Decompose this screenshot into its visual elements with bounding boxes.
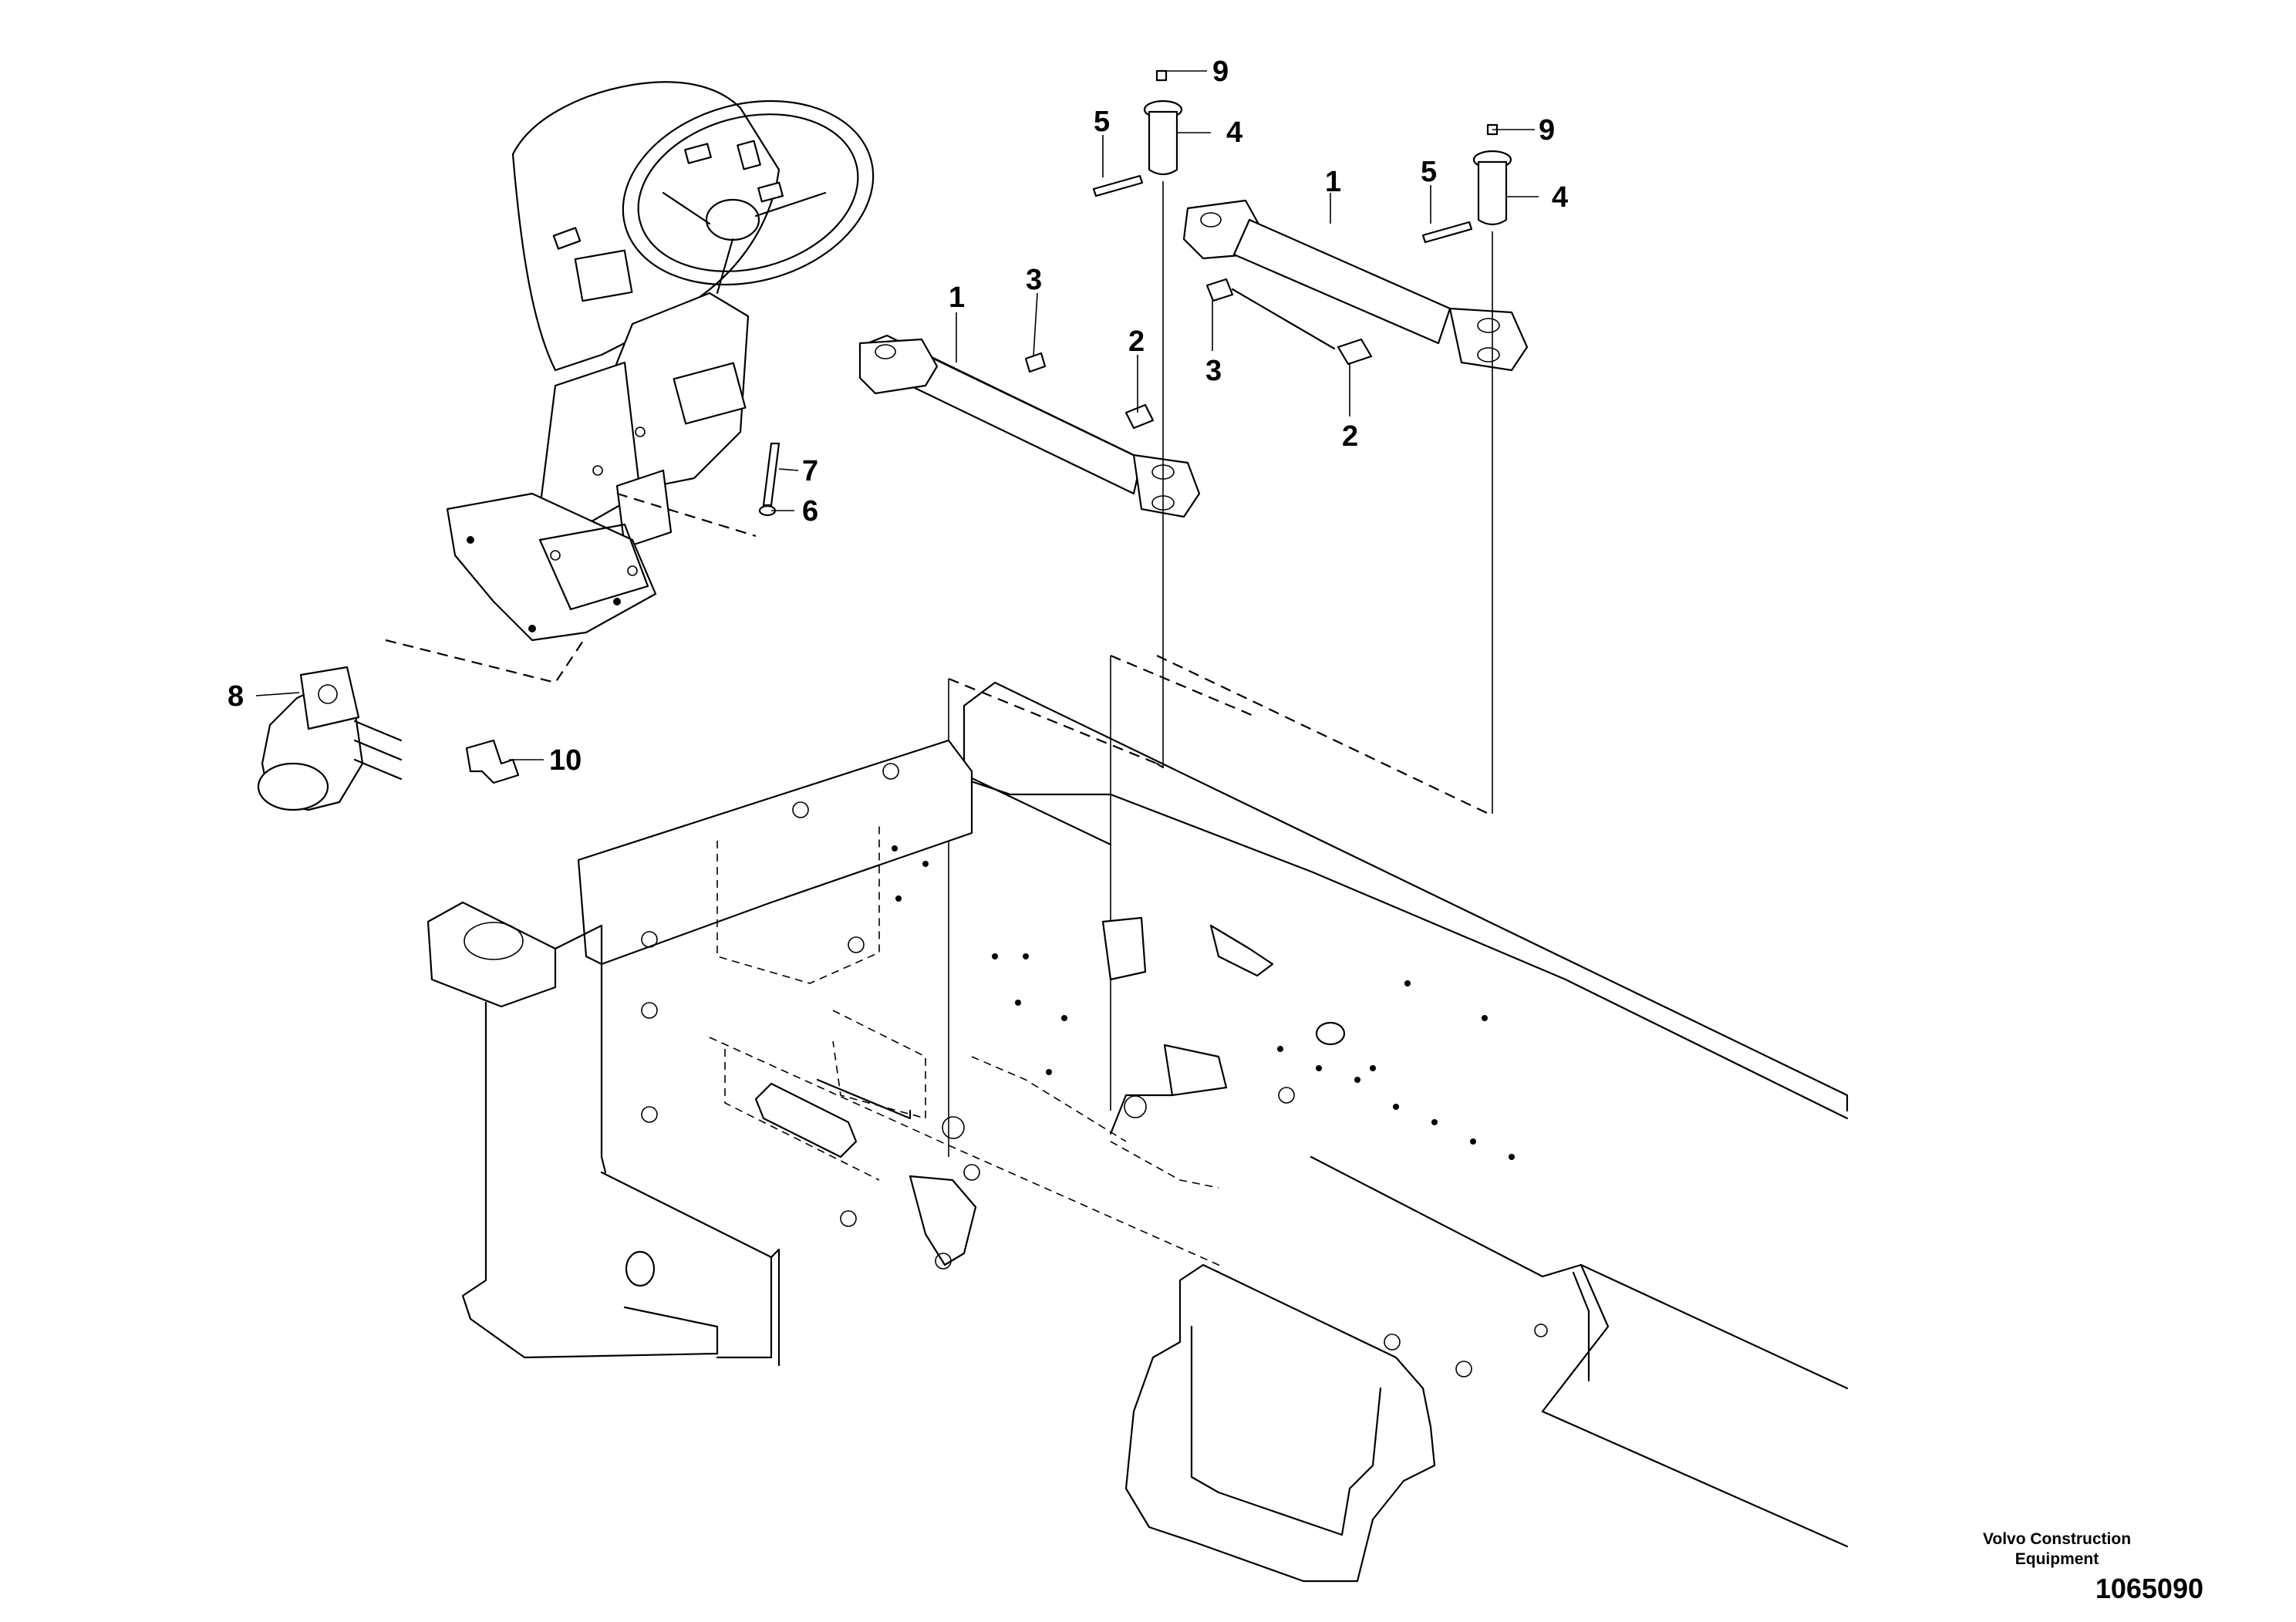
steering-valve-unit [257,666,403,811]
brand-line-1: Volvo Construction [1982,1530,2132,1548]
callout-leaders [255,70,1539,760]
callout-8: 8 [228,680,244,713]
callout-4-right: 4 [1552,181,1568,214]
callout-9-left: 9 [1212,56,1229,88]
callout-3-right: 3 [1205,355,1222,387]
pin-left [1143,69,1183,176]
callout-10: 10 [549,744,582,777]
brand-line-2: Equipment [2014,1550,2099,1568]
callout-9-right: 9 [1539,114,1555,147]
spring-pin-left [1092,174,1144,197]
callout-2-right: 2 [1342,420,1358,453]
front-frame [426,681,1849,1583]
callout-6: 6 [802,495,818,528]
spring-pin-right [1421,221,1473,244]
pin-right [1472,123,1512,226]
callout-7: 7 [802,455,818,487]
bolt-and-washer [758,442,781,517]
steering-column-assembly [446,81,875,642]
callout-3-left: 3 [1026,264,1042,296]
document-number: 1065090 [2095,1573,2203,1604]
callout-4-left: 4 [1226,116,1242,149]
assembly-guide-lines [385,181,1493,1157]
callout-5-right: 5 [1421,156,1437,188]
callout-5-left: 5 [1094,106,1110,138]
steering-cylinder-left [858,334,1201,518]
callout-2-left: 2 [1128,325,1145,358]
callout-1-left: 1 [949,282,965,314]
angle-fitting [465,739,520,784]
brand-label: Volvo Construction Equipment [1941,1529,2173,1570]
callout-1-right: 1 [1325,166,1341,198]
steering-cylinder-right [1182,199,1529,372]
callout-labels: 9 4 5 9 4 5 1 1 3 2 3 2 7 6 8 10 [228,56,1568,777]
